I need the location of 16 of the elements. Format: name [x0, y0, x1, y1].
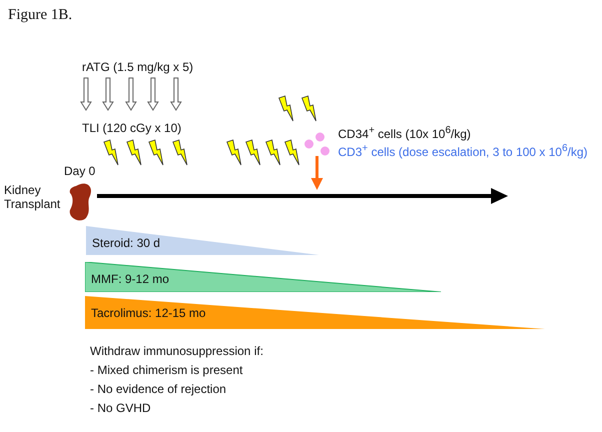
- timepoint-label: Day 0: [64, 164, 96, 178]
- note-text: - No GVHD: [90, 401, 151, 416]
- taper-triangle: [86, 226, 319, 255]
- note-text: Withdraw immunosuppression if:: [90, 344, 264, 358]
- transplant-label: Kidney Transplant: [4, 183, 62, 212]
- cell-dose-label: CD34$^{+}$ cells (10x 10$^{6}$/kg): [338, 125, 471, 142]
- note-text: - No evidence of rejection: [90, 382, 226, 396]
- note-text: - Mixed chimerism is present: [90, 363, 243, 378]
- cell-dose-label: CD3$^{+}$ cells (dose escalation, 3 to 100 x 10$^{6}$/kg): [338, 143, 588, 160]
- bar-label: Tacrolimus: 12-15 mo: [91, 307, 206, 320]
- bar-label: Steroid: 30 d: [92, 237, 160, 250]
- taper-triangle: [85, 262, 441, 292]
- bar-label: MMF: 9-12 mo: [91, 273, 170, 286]
- dose-label: TLI (120 cGy x 10): [82, 121, 182, 136]
- dose-label: rATG (1.5 mg/kg x 5): [82, 60, 194, 74]
- figure-title: Figure 1B.: [8, 6, 72, 24]
